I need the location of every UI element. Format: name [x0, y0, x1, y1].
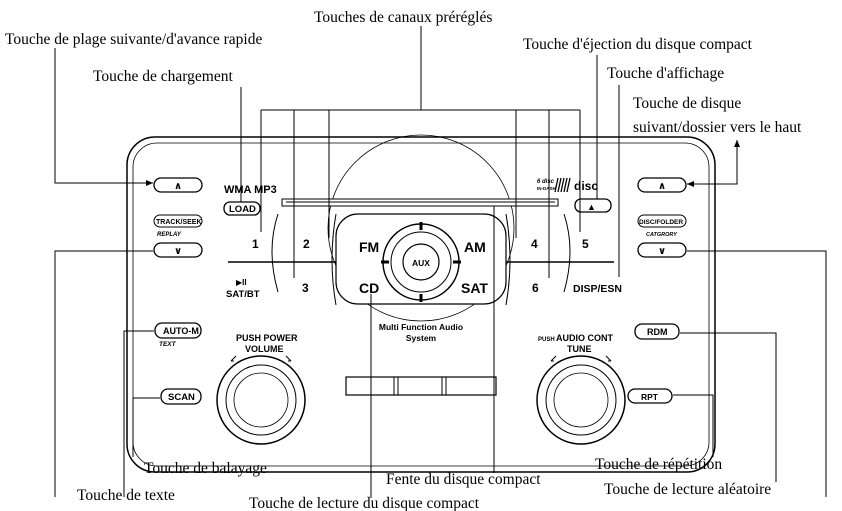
volume-knob-inner: [225, 364, 297, 436]
load-button[interactable]: [223, 201, 261, 216]
track-down-icon: ∨: [174, 246, 182, 257]
callout-preset: Touches de canaux préréglés: [314, 9, 492, 26]
disc-down-icon: ∨: [658, 246, 666, 257]
callout-eject: Touche d'éjection du disque compact: [523, 36, 753, 53]
label-sat-bt[interactable]: SAT/BT: [226, 289, 260, 300]
tune-knob-inner: [545, 364, 617, 436]
volume-knob-center: [233, 372, 289, 428]
label-auto-m: AUTO-M: [163, 326, 199, 336]
label-audio-cont: AUDIO CONT: [556, 333, 613, 343]
callout-random: Touche de lecture aléatoire: [604, 481, 771, 498]
arrow-disc-up-top: [734, 140, 740, 147]
track-up-button[interactable]: [153, 177, 203, 193]
callout-display: Touche d'affichage: [607, 65, 724, 82]
arrow-track-up: [146, 180, 153, 186]
preset-3[interactable]: 3: [302, 281, 309, 295]
label-push-small: PUSH: [538, 337, 555, 343]
label-mfa-2: System: [406, 333, 437, 343]
label-tune: TUNE: [567, 344, 592, 354]
disc-down-button[interactable]: [637, 242, 687, 258]
callout-slot: Fente du disque compact: [386, 471, 541, 488]
disc-logo-top: 6 disc: [537, 179, 555, 185]
callout-text: Touche de texte: [77, 487, 175, 504]
callout-track-up: Touche de plage suivante/d'avance rapide: [5, 31, 262, 48]
callout-scan: Touche de balayage: [144, 460, 267, 477]
label-scan: SCAN: [168, 392, 195, 403]
preset-4[interactable]: 4: [531, 237, 538, 251]
rdm-button[interactable]: [634, 323, 680, 340]
disc-up-icon: ∧: [658, 181, 666, 192]
label-text: TEXT: [159, 341, 177, 348]
volume-arrow-left: [230, 355, 237, 362]
label-category: CATGRORY: [646, 232, 678, 238]
cd-button[interactable]: CD: [359, 280, 379, 296]
track-up-icon: ∧: [174, 181, 182, 192]
label-rdm: RDM: [647, 327, 668, 337]
rpt-button[interactable]: [627, 388, 673, 404]
volume-arrow-right: [285, 355, 292, 362]
preset-2[interactable]: 2: [303, 237, 310, 251]
am-button[interactable]: AM: [464, 239, 486, 255]
tune-knob-outer[interactable]: [536, 355, 626, 445]
label-push-power: PUSH POWER: [236, 333, 298, 343]
tune-arrow-right: [605, 355, 612, 362]
track-seek-badge[interactable]: [153, 214, 203, 228]
label-replay: REPLAY: [157, 232, 182, 238]
callout-load: Touche de chargement: [93, 68, 233, 85]
arrow-disc-up: [687, 181, 694, 187]
disc-logo: disc: [574, 179, 598, 193]
preset-divider-right2: [505, 213, 511, 306]
label-rpt: RPT: [641, 392, 659, 402]
disc-logo-stripes: [554, 177, 571, 193]
preset-1[interactable]: 1: [252, 237, 259, 251]
callout-disc-up-1: Touche de disque: [633, 95, 741, 112]
tune-arrow-left: [550, 355, 557, 362]
disc-logo-sub: IN-DASH: [537, 186, 556, 191]
sat-button[interactable]: SAT: [461, 280, 488, 296]
tune-knob-center: [553, 372, 609, 428]
disc-folder-badge[interactable]: [637, 214, 687, 228]
label-wma-mp3: WMA MP3: [224, 184, 277, 196]
disc-slot-lower: [345, 376, 497, 396]
play-pause-icon: ▶II: [236, 278, 247, 287]
callout-cd-play: Touche de lecture du disque compact: [249, 495, 480, 511]
callout-repeat: Touche de répétition: [595, 456, 722, 473]
preset-divider-left2: [331, 213, 337, 306]
label-aux: AUX: [412, 258, 430, 268]
label-disp-esn[interactable]: DISP/ESN: [573, 283, 622, 295]
preset-5[interactable]: 5: [582, 237, 589, 251]
preset-divider-right: [563, 213, 571, 293]
auto-m-button[interactable]: [154, 322, 202, 339]
eject-icon: ▲: [587, 202, 596, 212]
eject-button[interactable]: [574, 198, 612, 213]
label-track-seek: TRACK/SEEK: [156, 219, 202, 226]
aux-button[interactable]: [402, 243, 440, 281]
scan-button[interactable]: [160, 388, 202, 405]
preset-divider-left: [271, 213, 279, 293]
fm-button[interactable]: FM: [359, 239, 379, 255]
label-load: LOAD: [229, 204, 256, 215]
label-volume: VOLUME: [245, 344, 284, 354]
preset-6[interactable]: 6: [532, 281, 539, 295]
aux-knob-mid: [390, 231, 452, 293]
faceplate-inner: [132, 142, 710, 467]
callout-disc-up-2: suivant/dossier vers le haut: [633, 119, 802, 136]
volume-knob-outer[interactable]: [216, 355, 306, 445]
label-mfa-1: Multi Function Audio: [379, 322, 463, 332]
disc-ring: [327, 134, 515, 322]
disc-up-button[interactable]: [637, 177, 687, 193]
label-disc-folder: DISC/FOLDER: [639, 219, 683, 226]
track-down-button[interactable]: [153, 242, 203, 258]
